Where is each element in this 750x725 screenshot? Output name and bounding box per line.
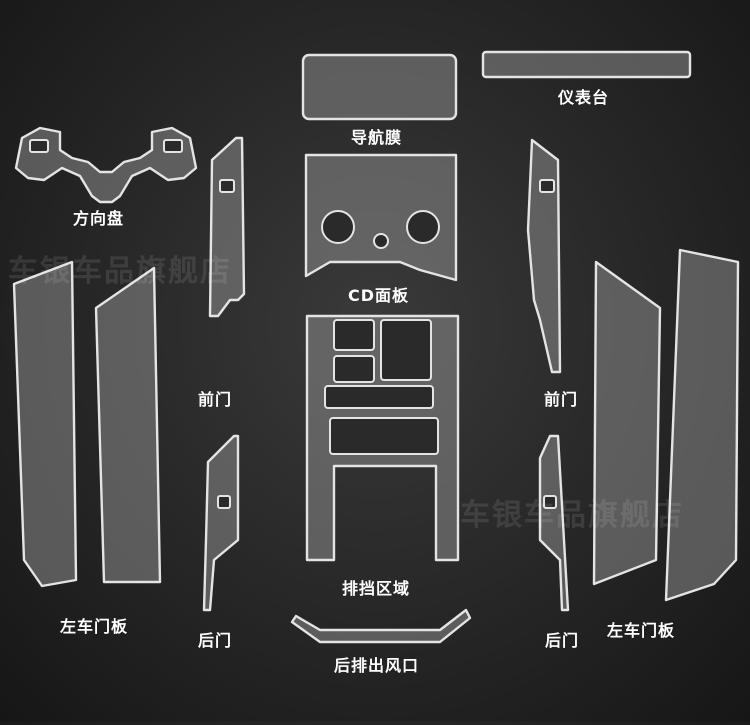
label-rear-vent: 后排出风口 xyxy=(334,656,420,675)
rear-door-left-film-piece xyxy=(202,434,240,612)
label-front-door-right: 前门 xyxy=(544,390,579,409)
label-cd-panel: CD面板 xyxy=(348,286,410,305)
rear-door-right-switch xyxy=(543,495,557,509)
gear-insert-3 xyxy=(333,355,375,383)
navigation-film-piece xyxy=(301,53,458,121)
label-steering-wheel: 方向盘 xyxy=(73,209,125,228)
steering-switch-left xyxy=(29,139,49,153)
gear-insert-5 xyxy=(329,417,439,455)
label-left-door-panel: 左车门板 xyxy=(60,617,129,636)
label-front-door-left: 前门 xyxy=(198,390,233,409)
label-navigation-film: 导航膜 xyxy=(351,128,403,147)
label-rear-door-right: 后门 xyxy=(545,631,580,650)
front-door-right-film-piece xyxy=(526,138,562,374)
gear-insert-1 xyxy=(333,319,375,351)
right-door-panel-outer xyxy=(664,248,740,602)
front-door-left-switch xyxy=(219,179,235,193)
right-door-panel-inner xyxy=(592,260,662,586)
left-door-panel-outer xyxy=(12,260,78,588)
rear-door-right-film-piece xyxy=(538,434,570,612)
cd-knob-right xyxy=(406,210,440,244)
front-door-right-switch xyxy=(539,179,555,193)
label-rear-door-left: 后门 xyxy=(198,631,233,650)
cd-knob-center xyxy=(373,233,389,249)
cd-knob-left xyxy=(321,210,355,244)
watermark-left: 车银车品旗舰店 xyxy=(8,254,232,289)
label-right-door-panel: 左车门板 xyxy=(607,621,676,640)
gear-insert-2 xyxy=(380,319,432,381)
label-dashboard: 仪表台 xyxy=(558,88,610,107)
gear-insert-4 xyxy=(324,385,434,409)
steering-wheel-film-piece xyxy=(14,126,198,204)
front-door-left-film-piece xyxy=(208,136,246,318)
left-door-panel-inner xyxy=(94,266,162,584)
rear-vent-film-piece xyxy=(290,608,472,644)
rear-door-left-switch xyxy=(217,495,231,509)
cd-panel-film-piece xyxy=(304,153,458,282)
watermark-right: 车银车品旗舰店 xyxy=(460,498,684,533)
steering-switch-right xyxy=(163,139,183,153)
label-gear-area: 排挡区域 xyxy=(342,579,411,598)
dashboard-film-piece xyxy=(481,50,692,79)
